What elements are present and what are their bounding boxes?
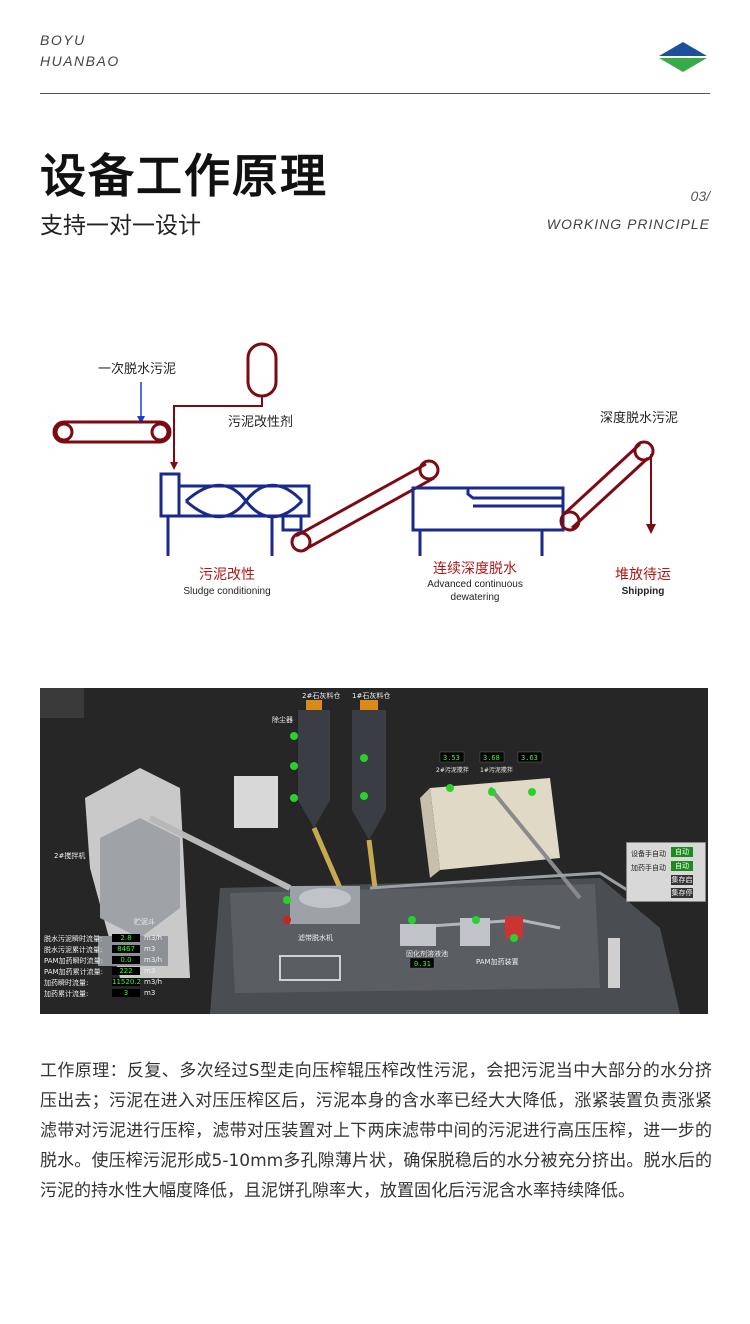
stage3-en-label: Shipping xyxy=(622,586,665,597)
conditioning-mixer xyxy=(159,472,311,556)
readout-value: 8467 xyxy=(112,945,140,953)
readout-value: 3 xyxy=(112,989,140,997)
dosing-auto-button[interactable]: 自动 xyxy=(671,861,693,871)
stop-button[interactable]: 集存停 xyxy=(671,888,693,898)
equipment-auto-button[interactable]: 自动 xyxy=(671,847,693,857)
stage2-en-line1: Advanced continuous xyxy=(427,579,523,590)
silo1-label: 1#石灰料仓 xyxy=(352,691,390,700)
pam-unit-label: PAM加药装置 xyxy=(476,957,519,966)
hopper-label: 贮泥斗 xyxy=(134,917,155,926)
input-sludge-label: 一次脱水污泥 xyxy=(98,361,176,377)
mode-control-panel: 设备手自动 自动 加药手自动 自动 集存启 集存停 xyxy=(626,842,706,902)
start-button[interactable]: 集存启 xyxy=(671,875,693,885)
stage3-cn-label: 堆放待运 xyxy=(615,567,671,583)
readout-unit: m3/h xyxy=(144,978,163,986)
readout-label: 加药瞬时流量: xyxy=(44,979,89,987)
belt-press-label: 滤带脱水机 xyxy=(298,933,333,942)
readout-unit: m3 xyxy=(144,967,156,975)
silo-1 xyxy=(352,700,386,840)
brand-name: BOYU HUANBAO xyxy=(40,30,120,72)
flow-readout-table: 脱水污泥瞬时流量: 2.8 m3/h 脱水污泥累计流量: 8467 m3 PAM… xyxy=(44,934,194,1000)
dust-collector-label: 除尘器 xyxy=(272,715,293,724)
input-conveyor xyxy=(52,420,172,444)
tank-reading-1: 3.53 xyxy=(443,754,460,762)
dosing-mode-label: 加药手自动 xyxy=(631,864,666,872)
readout-row: PAM加药累计流量: 222 m3 xyxy=(44,967,194,978)
silo-2 xyxy=(298,700,330,828)
curing-value: 0.31 xyxy=(414,960,431,968)
page-title: 设备工作原理 xyxy=(40,149,328,203)
output-sludge-label: 深度脱水污泥 xyxy=(600,410,678,426)
readout-row: 加药累计流量: 3 m3 xyxy=(44,989,194,1000)
curing-tank-label: 固化剂溶液池 xyxy=(406,949,448,958)
equipment-mode-label: 设备手自动 xyxy=(631,850,666,858)
readout-row: 加药瞬时流量: 11520.2 m3/h xyxy=(44,978,194,989)
dewatering-machine xyxy=(411,486,565,556)
readout-label: PAM加药瞬时流量: xyxy=(44,957,103,965)
brand-line-1: BOYU xyxy=(40,32,86,48)
readout-unit: m3 xyxy=(144,989,156,997)
working-principle-description: 工作原理：反复、多次经过S型走向压榨辊压榨改性污泥，会把污泥当中大部分的水分挤压… xyxy=(40,1061,712,1201)
readout-value: 0.0 xyxy=(112,956,140,964)
section-number: 03/ xyxy=(690,188,710,204)
process-diagram: 一次脱水污泥 污泥改性剂 xyxy=(52,342,678,603)
tank-reading-3: 3.63 xyxy=(521,754,538,762)
readout-value: 2.8 xyxy=(112,934,140,942)
readout-label: 脱水污泥累计流量: xyxy=(44,946,103,954)
page-subtitle: 支持一对一设计 xyxy=(40,213,201,239)
readout-value: 11520.2 xyxy=(112,978,141,986)
plant-scada-view: 2#石灰料仓 1#石灰料仓 除尘器 2#搅拌机 贮泥斗 滤带脱水机 固化剂溶液池… xyxy=(40,688,708,1014)
stage2-en-line2: dewatering xyxy=(451,592,500,603)
company-logo-icon xyxy=(659,42,707,72)
plant-scene: 2#石灰料仓 1#石灰料仓 除尘器 2#搅拌机 贮泥斗 滤带脱水机 固化剂溶液池… xyxy=(40,688,708,1014)
header-divider xyxy=(40,93,710,94)
readout-row: 脱水污泥累计流量: 8467 m3 xyxy=(44,945,194,956)
readout-unit: m3/h xyxy=(144,956,163,964)
silo2-label: 2#石灰料仓 xyxy=(302,691,340,700)
section-english-title: WORKING PRINCIPLE xyxy=(546,216,710,232)
readout-label: 加药累计流量: xyxy=(44,990,89,998)
tank-reading-2: 3.68 xyxy=(483,754,500,762)
conditioning-agent-label: 污泥改性剂 xyxy=(228,415,293,430)
conditioning-agent-tank xyxy=(170,342,278,470)
stage1-cn-label: 污泥改性 xyxy=(199,567,255,583)
readout-label: 脱水污泥瞬时流量: xyxy=(44,935,103,943)
stage1-en-label: Sludge conditioning xyxy=(183,586,270,597)
readout-label: PAM加药累计流量: xyxy=(44,968,103,976)
readout-unit: m3/h xyxy=(144,934,163,942)
stage2-cn-label: 连续深度脱水 xyxy=(433,560,517,577)
tank-label-1: 2#污泥搅拌 xyxy=(436,766,469,774)
brand-line-2: HUANBAO xyxy=(40,53,120,69)
readout-row: PAM加药瞬时流量: 0.0 m3/h xyxy=(44,956,194,967)
mixer-2-label: 2#搅拌机 xyxy=(54,851,85,860)
readout-value: 222 xyxy=(112,967,140,975)
incline-conveyor-2 xyxy=(559,440,655,532)
incline-conveyor-1 xyxy=(290,459,440,553)
tank-label-2: 1#污泥搅拌 xyxy=(480,766,513,774)
readout-unit: m3 xyxy=(144,945,156,953)
readout-row: 脱水污泥瞬时流量: 2.8 m3/h xyxy=(44,934,194,945)
